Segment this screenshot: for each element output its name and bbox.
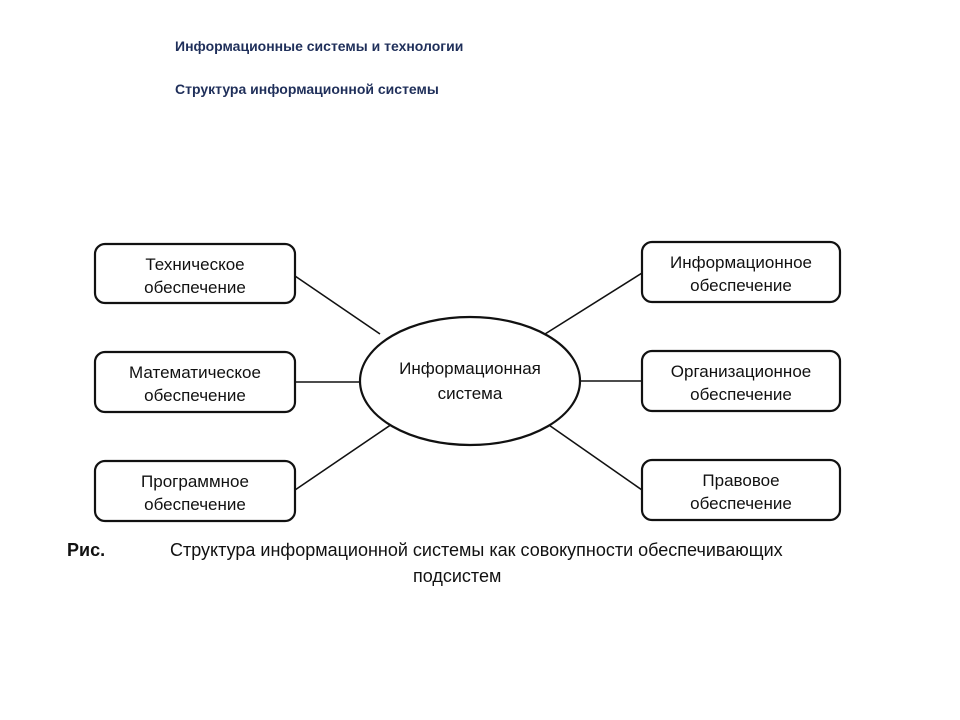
box-informational-support: Информационное обеспечение: [640, 240, 842, 304]
connector-legal: [545, 422, 643, 491]
center-node-label-line2: система: [438, 384, 503, 403]
box-informational-line2: обеспечение: [690, 276, 792, 295]
center-node-information-system: Информационная система: [358, 315, 582, 447]
box-organizational-support: Организационное обеспечение: [640, 349, 842, 413]
caption-text-line1: Структура информационной системы как сов…: [170, 540, 783, 560]
box-technical-line2: обеспечение: [144, 278, 246, 297]
box-organizational-line2: обеспечение: [690, 385, 792, 404]
box-legal-line1: Правовое: [702, 471, 779, 490]
box-mathematical-line1: Математическое: [129, 363, 261, 382]
box-technical-line1: Техническое: [145, 255, 244, 274]
box-legal-line2: обеспечение: [690, 494, 792, 513]
box-software-line1: Программное: [141, 472, 249, 491]
center-node-label-line1: Информационная: [399, 359, 541, 378]
caption-text-line2: подсистем: [413, 566, 502, 586]
connector-technical: [294, 275, 381, 335]
connector-informational: [544, 272, 643, 335]
connector-software: [294, 421, 396, 491]
box-informational-line1: Информационное: [670, 253, 812, 272]
page-title: Информационные системы и технологии: [175, 38, 464, 54]
box-mathematical-support: Математическое обеспечение: [93, 350, 297, 414]
page-subtitle: Структура информационной системы: [175, 81, 439, 97]
box-legal-support: Правовое обеспечение: [640, 458, 842, 522]
caption-label: Рис.: [67, 540, 106, 560]
box-software-line2: обеспечение: [144, 495, 246, 514]
box-software-support: Программное обеспечение: [93, 459, 297, 523]
box-mathematical-line2: обеспечение: [144, 386, 246, 405]
box-technical-support: Техническое обеспечение: [93, 242, 297, 305]
box-organizational-line1: Организационное: [671, 362, 811, 381]
